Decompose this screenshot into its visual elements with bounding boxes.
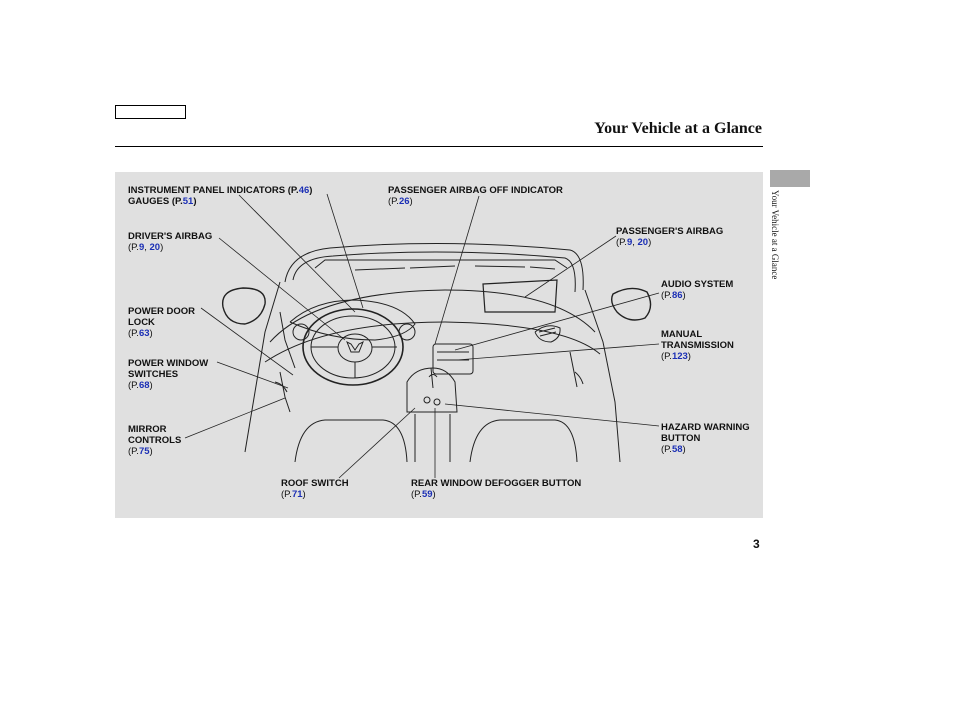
page-link-86[interactable]: 86: [671, 290, 683, 301]
page-link-71[interactable]: 71: [291, 489, 303, 500]
page-title: Your Vehicle at a Glance: [594, 120, 762, 137]
dashboard-panel: INSTRUMENT PANEL INDICATORS (P.46) GAUGE…: [115, 172, 763, 518]
callout-mirror-controls: MIRROR CONTROLS (P.75): [128, 424, 182, 457]
callout-power-window-switches: POWER WINDOW SWITCHES (P.68): [128, 358, 209, 391]
page-link-9[interactable]: 9: [626, 237, 633, 248]
page-link-20[interactable]: 20: [149, 242, 161, 253]
page-link-46[interactable]: 46: [298, 185, 310, 196]
page-link-68[interactable]: 68: [138, 380, 150, 391]
page-link-59[interactable]: 59: [421, 489, 433, 500]
callout-manual-transmission: MANUAL TRANSMISSION (P.123): [661, 329, 734, 362]
page-link-26[interactable]: 26: [398, 196, 410, 207]
windshield-frame: [284, 242, 584, 291]
callout-lines: [184, 193, 660, 479]
page-link-63[interactable]: 63: [138, 328, 150, 339]
callout-drivers-airbag: DRIVER'S AIRBAG (P.9, 20): [128, 231, 213, 253]
side-section-label: Your Vehicle at a Glance: [770, 190, 780, 280]
dashboard-diagram: [184, 193, 660, 479]
left-mirror: [221, 287, 266, 325]
callout-gauges: GAUGES (P.51): [128, 196, 197, 207]
callout-roof-switch: ROOF SWITCH (P.71): [281, 478, 349, 500]
page-number: 3: [753, 537, 760, 551]
callout-hazard-warning-button: HAZARD WARNING BUTTON (P.58): [661, 422, 750, 455]
page-link-123[interactable]: 123: [671, 351, 688, 362]
steering-wheel: [302, 308, 404, 386]
page-link-51[interactable]: 51: [182, 196, 194, 207]
callout-passengers-airbag: PASSENGER'S AIRBAG (P.9, 20): [616, 226, 724, 248]
header-rule: [115, 146, 763, 147]
nav-box: [115, 105, 186, 119]
callout-power-door-lock: POWER DOOR LOCK (P.63): [128, 306, 196, 339]
page-link-58[interactable]: 58: [671, 444, 683, 455]
page-link-20[interactable]: 20: [637, 237, 649, 248]
page-link-75[interactable]: 75: [138, 446, 150, 457]
page-link-9[interactable]: 9: [138, 242, 145, 253]
side-tab: [770, 170, 810, 187]
callout-instrument-panel-indicators: INSTRUMENT PANEL INDICATORS (P.46): [128, 185, 313, 196]
callout-rear-window-defogger-button: REAR WINDOW DEFOGGER BUTTON (P.59): [411, 478, 582, 500]
right-mirror: [610, 287, 652, 321]
callout-audio-system: AUDIO SYSTEM (P.86): [661, 279, 734, 301]
callout-passenger-airbag-off-indicator: PASSENGER AIRBAG OFF INDICATOR (P.26): [388, 185, 563, 207]
